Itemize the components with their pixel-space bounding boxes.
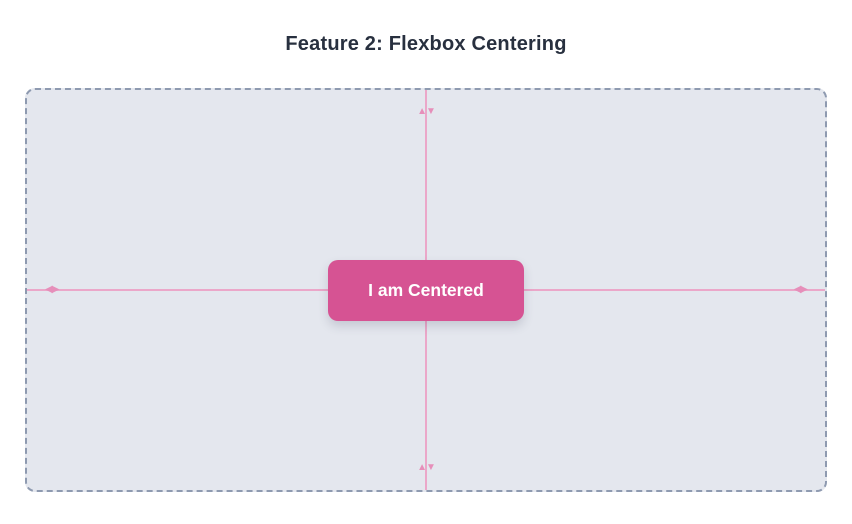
page-title: Feature 2: Flexbox Centering <box>285 33 567 55</box>
right-center-marker: ◀ ▶ <box>793 284 808 295</box>
triangle-down-icon: ▼ <box>426 106 436 117</box>
triangle-right-icon: ▶ <box>800 284 808 295</box>
centered-button[interactable]: I am Centered <box>328 259 524 321</box>
triangle-up-icon: ▲ <box>417 462 427 473</box>
triangle-right-icon: ▶ <box>51 284 60 295</box>
bottom-center-marker: ▲ ▼ <box>417 462 436 473</box>
triangle-left-icon: ◀ <box>793 284 802 295</box>
top-center-marker: ▲ ▼ <box>417 106 436 117</box>
triangle-down-icon: ▼ <box>426 462 436 473</box>
flexbox-demo-container: ▲ ▼ ▲ ▼ ◀ ▶ ◀ ▶ I am Centered <box>25 88 827 492</box>
triangle-left-icon: ◀ <box>45 284 53 295</box>
triangle-up-icon: ▲ <box>417 106 427 117</box>
left-center-marker: ◀ ▶ <box>45 284 60 295</box>
